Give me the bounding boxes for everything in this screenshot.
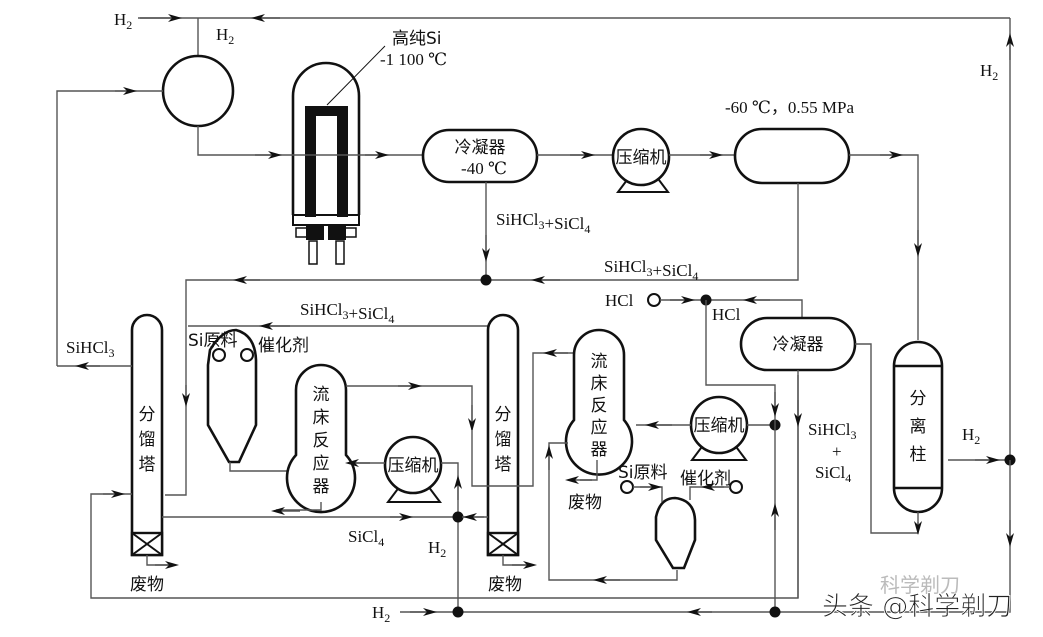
separator-tank-condition: -60 ℃，0.55 MPa bbox=[725, 98, 854, 117]
distillation-tower-2-label-3: 塔 bbox=[495, 455, 512, 475]
stream-sihcl3-sicl4-b: SiHCl3+SiCl4 bbox=[604, 257, 698, 283]
watermark: 头条 @科学剃刀 bbox=[822, 592, 1012, 622]
watermark-faded: 科学剃刀 bbox=[880, 573, 960, 597]
fluid-bed-reactor-1-label-3: 反 bbox=[313, 431, 330, 451]
separator-tank bbox=[733, 127, 851, 185]
stream-hcl-return: HCl bbox=[712, 305, 741, 324]
separation-column-label-2: 离 bbox=[910, 417, 927, 437]
fluid-bed-reactor-1-label-2: 床 bbox=[313, 408, 330, 428]
fluid-bed-reactor-1-label-4: 应 bbox=[313, 454, 330, 474]
junction-node bbox=[452, 606, 464, 618]
fluid-bed-reactor-2-label-2: 床 bbox=[591, 374, 608, 394]
fluid-bed-reactor-1-label-1: 流 bbox=[313, 385, 330, 405]
cvd-reactor bbox=[291, 45, 386, 265]
stream-h2-sep-out: H2 bbox=[962, 425, 980, 447]
distillation-tower-2 bbox=[486, 313, 520, 557]
compressor-1-label: 压缩机 bbox=[616, 148, 667, 168]
stream-hcl-in: HCl bbox=[605, 291, 634, 310]
compressor-2-label: 压缩机 bbox=[694, 416, 745, 436]
cvd-reactor-label: 高纯Si bbox=[392, 29, 442, 49]
compressor-2 bbox=[689, 395, 749, 461]
mixer-vessel bbox=[161, 54, 235, 128]
hcl-inlet bbox=[647, 293, 661, 307]
distillation-tower-1-label-1: 分 bbox=[139, 405, 156, 425]
waste-2-label: 废物 bbox=[488, 575, 522, 595]
fluid-bed-reactor-2-label-1: 流 bbox=[591, 352, 608, 372]
compressor-3-label: 压缩机 bbox=[388, 456, 439, 476]
condenser-2-label: 冷凝器 bbox=[773, 335, 824, 355]
catalyst-2-label: 催化剂 bbox=[680, 469, 731, 489]
stream-sihcl3-sicl4-d-plus: + bbox=[832, 442, 842, 461]
waste-3-label: 废物 bbox=[568, 493, 602, 513]
si-raw-2-label: Si原料 bbox=[618, 463, 668, 483]
distillation-tower-1-label-2: 馏 bbox=[139, 430, 156, 450]
cvd-reactor-condition: -1 100 ℃ bbox=[380, 50, 447, 69]
separation-column-label-1: 分 bbox=[910, 389, 927, 409]
distillation-tower-1-label-3: 塔 bbox=[139, 455, 156, 475]
stream-h2-bottom-mid: H2 bbox=[428, 538, 446, 560]
stream-h2-bottom: H2 bbox=[372, 603, 390, 625]
junction-node bbox=[452, 511, 464, 523]
feed-hopper-2 bbox=[620, 480, 743, 570]
junction-node bbox=[769, 606, 781, 618]
h2-top-line bbox=[138, 14, 1014, 460]
stream-h2-top-left: H2 bbox=[114, 10, 132, 32]
stream-sihcl3-sicl4-c: SiHCl3+SiCl4 bbox=[300, 300, 394, 326]
fluid-bed-reactor-2-label-5: 器 bbox=[591, 440, 608, 460]
stream-sihcl3-sicl4-a: SiHCl3+SiCl4 bbox=[496, 210, 590, 236]
distillation-tower-2-label-2: 馏 bbox=[495, 430, 512, 450]
feed-hopper-1 bbox=[206, 328, 258, 464]
distillation-tower-1 bbox=[130, 313, 164, 557]
fluid-bed-reactor-1-label-5: 器 bbox=[313, 477, 330, 497]
condenser-1 bbox=[421, 128, 539, 184]
fluid-bed-reactor-2-label-4: 应 bbox=[591, 418, 608, 438]
stream-sicl4: SiCl4 bbox=[348, 527, 384, 549]
compressor-3 bbox=[383, 435, 443, 503]
waste-1-label: 废物 bbox=[130, 575, 164, 595]
fluid-bed-reactor-2-label-3: 反 bbox=[591, 396, 608, 416]
stream-h2-top-branch: H2 bbox=[216, 25, 234, 47]
stream-sihcl3-sicl4-d-top: SiHCl3 bbox=[808, 420, 857, 442]
catalyst-1-label: 催化剂 bbox=[258, 336, 309, 356]
fluid-bed-reactor-2 bbox=[564, 328, 634, 476]
fluid-bed-reactor-1 bbox=[285, 363, 357, 514]
condenser-1-label: 冷凝器 bbox=[455, 138, 506, 158]
separation-column bbox=[892, 340, 944, 514]
junction-node bbox=[480, 274, 492, 286]
stream-h2-right: H2 bbox=[980, 61, 998, 83]
si-raw-1-label: Si原料 bbox=[188, 331, 238, 351]
compressor-1 bbox=[611, 127, 671, 193]
separation-column-label-3: 柱 bbox=[910, 445, 927, 465]
distillation-tower-2-label-1: 分 bbox=[495, 405, 512, 425]
condenser-1-condition: -40 ℃ bbox=[461, 159, 507, 178]
stream-sihcl3-sicl4-d-bot: SiCl4 bbox=[815, 463, 851, 485]
stream-sihcl3-out: SiHCl3 bbox=[66, 338, 115, 360]
